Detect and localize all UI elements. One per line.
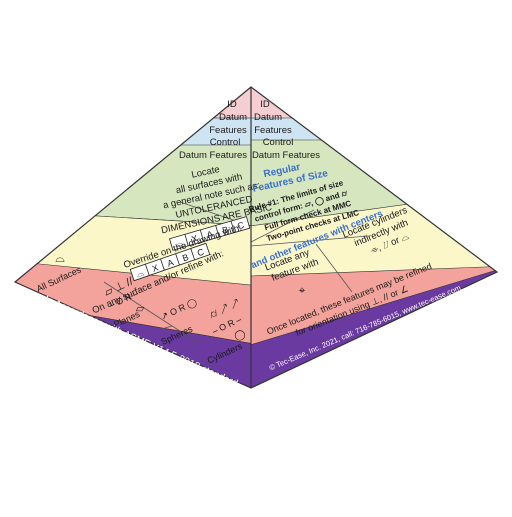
right-divider-other — [250, 209, 315, 243]
left-band-refine — [15, 259, 251, 346]
note-control-frame: ⌓ X A B C — [169, 216, 251, 251]
position-icon: ⌖ — [299, 283, 306, 297]
note-frame-datum-c: C — [236, 220, 245, 232]
right-id-line-1: ID — [260, 99, 270, 110]
right-id-line-2: Datum — [254, 112, 282, 123]
right-id-datum-text: ID Datum Features — [254, 99, 292, 136]
note-frame-divider-1 — [184, 234, 189, 246]
right-control-line-2: Datum Features — [252, 150, 320, 161]
left-id-datum-text: ID Datum Features — [209, 99, 247, 136]
left-divider-spheres — [157, 325, 173, 331]
note-frame-tol: X — [190, 233, 199, 244]
override-frame-datum-c: C — [196, 247, 206, 259]
override-frame-symbol: ⌓ — [135, 267, 145, 279]
override-frame-divider-2 — [160, 258, 165, 271]
override-frame-divider-1 — [144, 264, 150, 276]
note-frame-divider-3 — [215, 225, 220, 238]
right-control-datum-text: Control Datum Features — [252, 137, 320, 161]
right-control-line-1: Control — [263, 137, 294, 148]
planes-flat-icon: ⏥ — [136, 303, 145, 315]
left-id-line-3: Features — [209, 125, 247, 136]
cylinders-icon: ◯ — [234, 330, 245, 341]
left-control-line-1: Control — [210, 137, 241, 148]
override-frame-datum-b: B — [181, 252, 190, 263]
divider-lines — [103, 201, 369, 345]
left-divider-planes — [103, 281, 201, 345]
override-frame-tol: X — [151, 262, 160, 273]
note-frame-symbol: ⌓ — [174, 237, 184, 249]
right-divider-vertical — [315, 243, 353, 293]
note-frame-divider-2 — [199, 229, 204, 242]
override-control-frame: ⌓ X A B C — [129, 242, 211, 282]
note-frame-divider-4 — [230, 220, 235, 233]
right-divider-locate — [250, 235, 369, 247]
note-frame-datum-a: A — [206, 229, 215, 240]
left-control-datum-text: Control Datum Features — [179, 137, 247, 161]
note-frame-box — [169, 216, 251, 251]
left-id-line-2: Datum — [219, 112, 247, 123]
override-frame-divider-4 — [190, 248, 196, 260]
left-id-line-1: ID — [227, 99, 237, 110]
override-frame-datum-a: A — [166, 257, 175, 268]
right-id-line-3: Features — [254, 125, 292, 136]
all-surfaces-icon: ⌓ — [55, 251, 65, 265]
override-frame-box — [129, 242, 211, 282]
override-frame-divider-3 — [175, 253, 180, 266]
note-frame-datum-b: B — [221, 224, 230, 235]
left-control-line-2: Datum Features — [179, 150, 247, 161]
